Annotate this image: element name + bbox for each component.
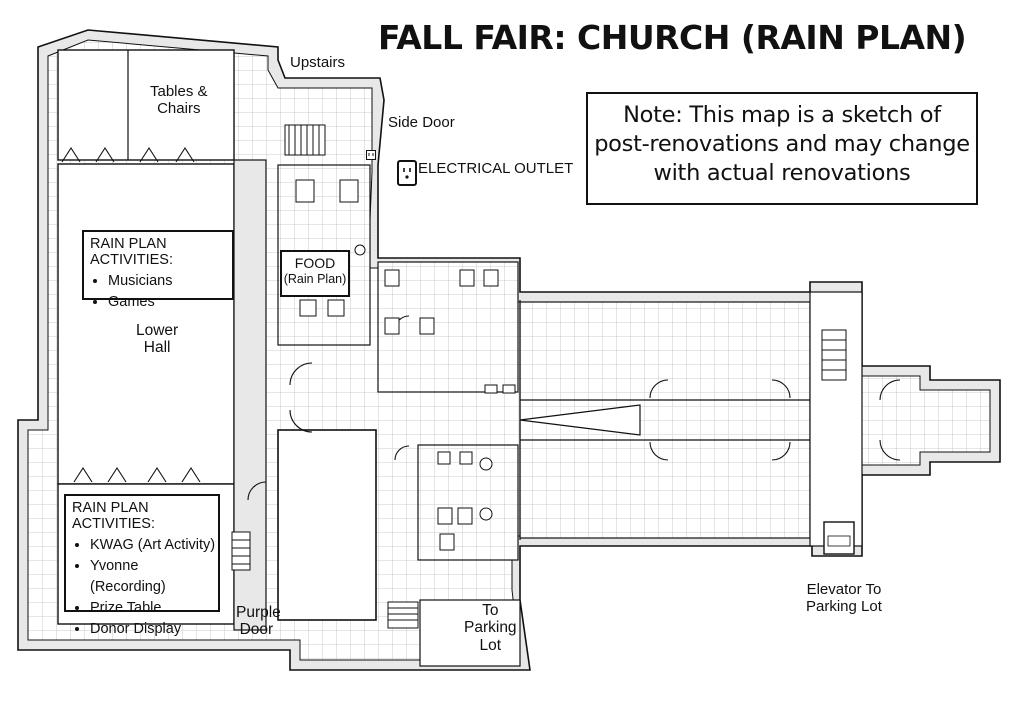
outlet-legend-label: ELECTRICAL OUTLET	[418, 160, 574, 177]
parking-stair-room	[419, 599, 521, 667]
activity-item: Prize Table	[90, 598, 218, 619]
upstairs-label: Upstairs	[290, 54, 346, 71]
activity-item: Games	[108, 292, 232, 313]
renovation-note: Note: This map is a sketch of post-renov…	[586, 92, 978, 205]
map-title: FALL FAIR: CHURCH (RAIN PLAN)	[378, 18, 967, 57]
tables-chairs-room	[57, 49, 235, 161]
lower-hall-room	[57, 163, 235, 485]
lower-hall-label: Lower Hall	[136, 322, 179, 357]
activity-item: Donor Display	[90, 619, 218, 640]
rain-plan-activities-lower: RAIN PLAN ACTIVITIES: KWAG (Art Activity…	[64, 494, 220, 637]
rain-plan-activities-upper: RAIN PLAN ACTIVITIES: Musicians Games	[82, 230, 234, 310]
activities-heading: RAIN PLAN ACTIVITIES:	[90, 236, 173, 268]
tables-chairs-label: Tables & Chairs	[150, 83, 208, 117]
electrical-outlet-icon	[397, 160, 417, 186]
center-room	[277, 429, 377, 621]
purple-door-label: Purple Door	[236, 604, 281, 639]
note-line: with actual renovations	[653, 159, 911, 186]
door-swings	[61, 146, 901, 501]
outlet-marker-icon	[366, 150, 376, 160]
elevator-label: Elevator To Parking Lot	[806, 581, 882, 615]
activity-item: Yvonne (Recording)	[90, 556, 218, 598]
food-label: FOOD (Rain Plan)	[280, 250, 350, 297]
note-line: Note: This map is a sketch of	[623, 102, 941, 128]
elevator-shaft	[823, 521, 855, 555]
nave-aisle	[519, 300, 810, 540]
activity-item: Musicians	[108, 271, 232, 292]
note-line: post-renovations and may change	[594, 130, 970, 157]
stairs	[231, 124, 847, 629]
activity-item: KWAG (Art Activity)	[90, 535, 218, 556]
fixtures	[295, 179, 516, 551]
to-parking-lot-label: To Parking Lot	[464, 602, 517, 654]
side-door-label: Side Door	[388, 114, 455, 131]
activities-heading: RAIN PLAN ACTIVITIES:	[72, 500, 155, 532]
